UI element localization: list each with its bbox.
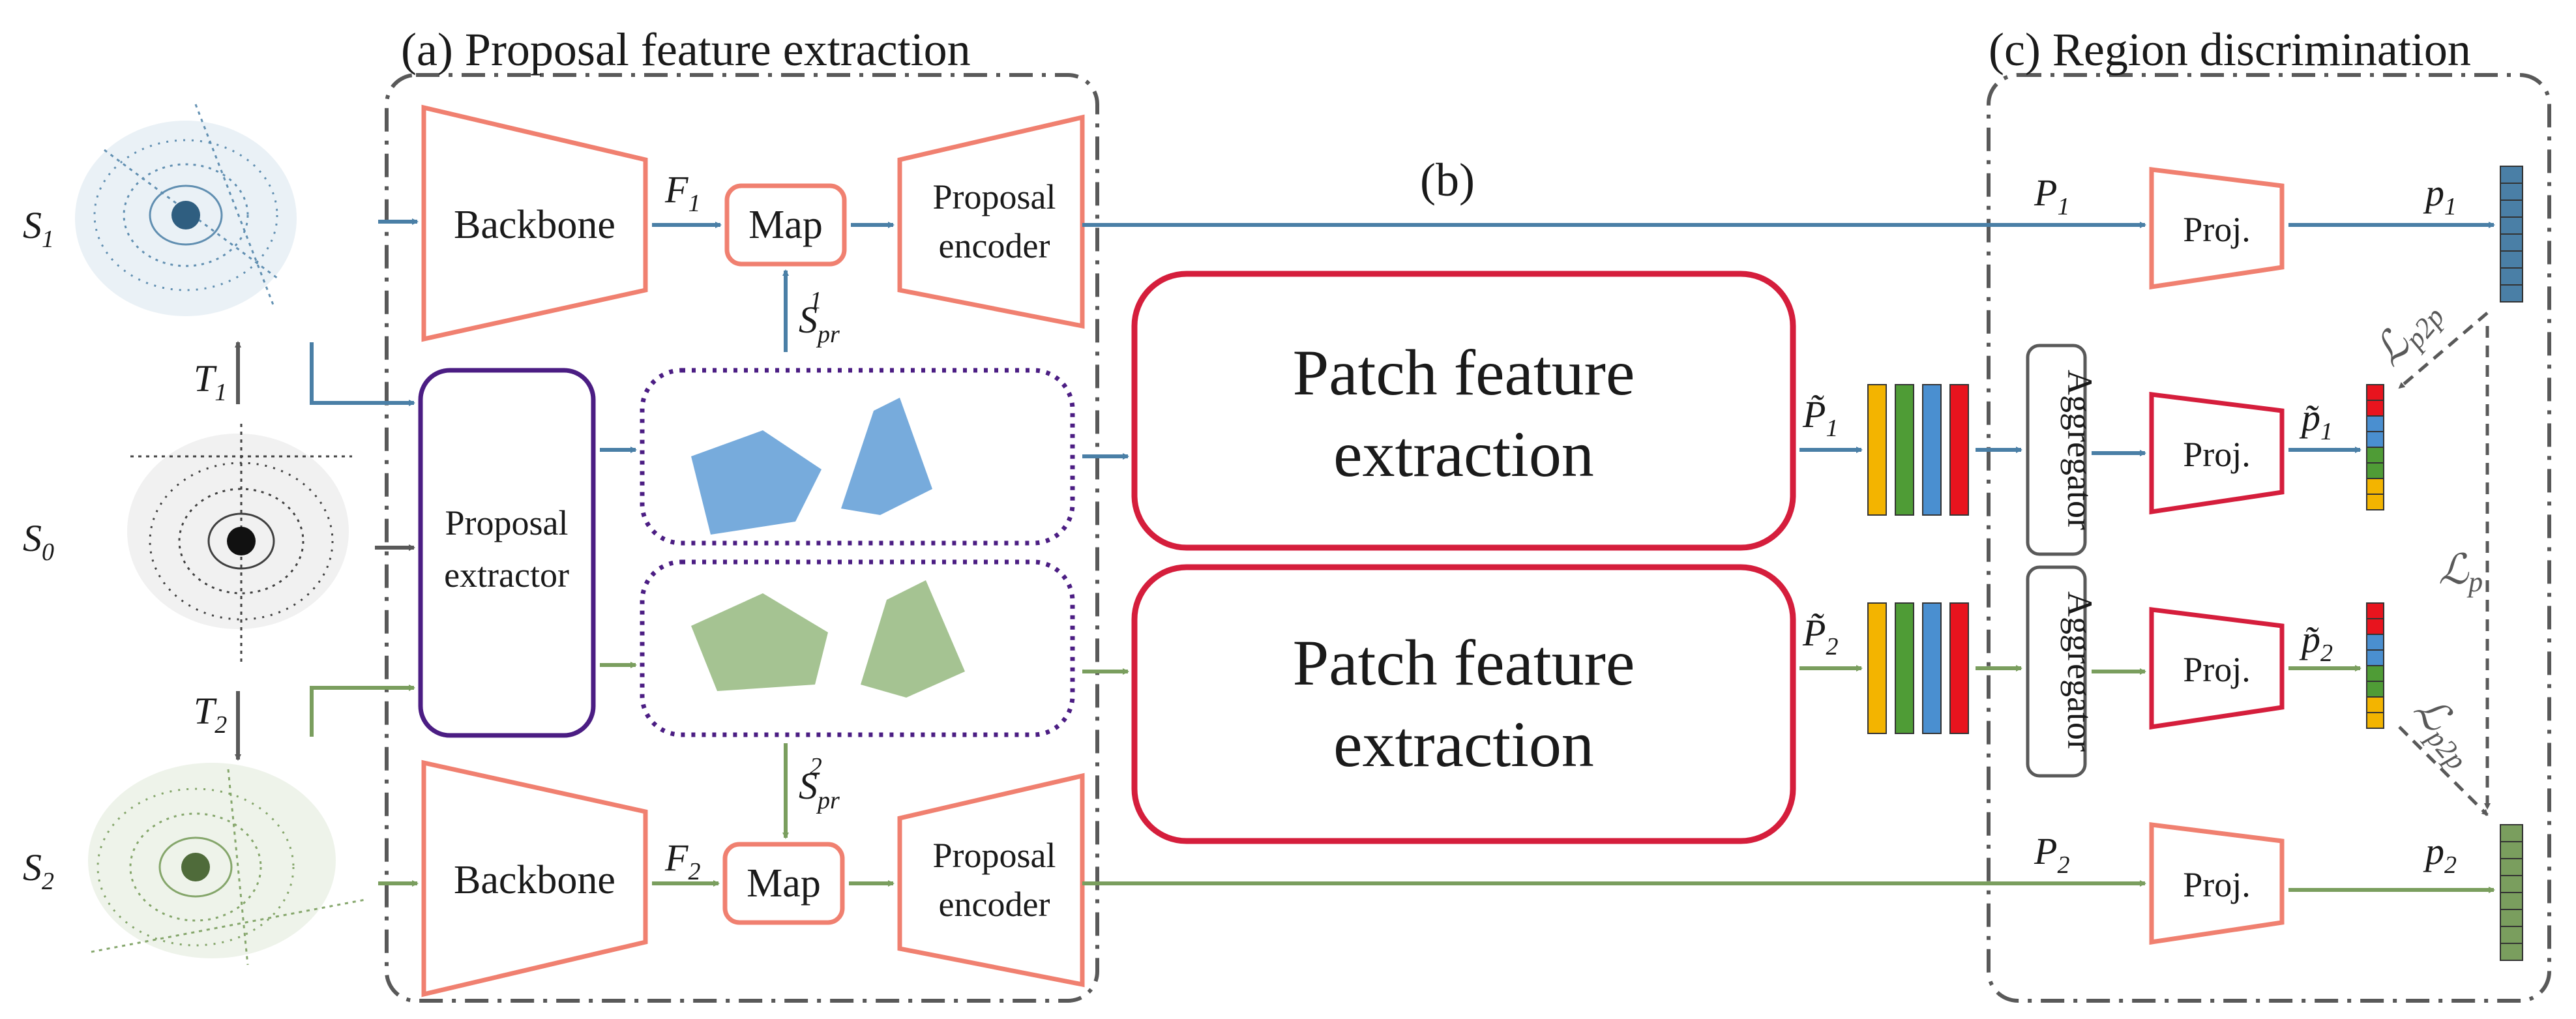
patch-feature-extraction-top [1131,271,1796,551]
proposal-points-top [691,398,932,535]
embedding-p2 [2500,824,2523,961]
proposal-extractor [418,368,596,738]
backbone-bottom-label: Backbone [454,858,615,902]
arrow-s1-extractor [310,342,415,406]
label-f2: F2 [664,836,700,885]
backbone-bottom [421,760,648,997]
loss-p2p-bottom: ℒp2p [2401,687,2488,776]
label-spr2: Spr2 [799,753,840,814]
embedding-p1 [2500,166,2523,303]
label-ptilde-small2: p̃2 [2299,618,2333,667]
loss-p2p-top: ℒp2p [2364,288,2451,377]
label-p1: p1 [2423,171,2457,220]
label-P1: P1 [2034,171,2069,220]
feature-stack-top [1867,384,1969,516]
label-s1: S1 [23,204,54,253]
proposal-points-bottom [691,580,965,698]
section-c-title: (c) Region discrimination [1989,23,2471,76]
aggregator-top-label: Aggregator [2060,370,2099,530]
point-cloud-s2 [88,763,366,966]
proj-2-label: Proj. [2183,435,2251,474]
label-P2: P2 [2034,830,2069,879]
section-a-title: (a) Proposal feature extraction [401,23,971,76]
proj-3-label: Proj. [2183,650,2251,689]
label-ptilde-small1: p̃1 [2299,396,2333,445]
label-s2: S2 [23,846,54,895]
map-top [724,183,847,267]
backbone-top-label: Backbone [454,203,615,247]
patch-feature-extraction-bottom [1131,564,1796,844]
backbone-top [421,104,648,342]
encoder-top-label-1: Proposal [933,177,1056,216]
map-bottom-label: Map [747,861,821,906]
proj-2 [2149,392,2285,515]
embedding-ptilde1 [2366,384,2384,510]
section-b-title: (b) [1420,154,1475,206]
encoder-bottom-label-2: encoder [939,885,1050,924]
patch-bottom-label-1: Patch feature [1293,627,1635,699]
label-ptilde1: P̃1 [1802,393,1838,442]
label-spr1: Spr1 [799,287,840,348]
proj-4 [2149,822,2285,945]
patch-top-label-1: Patch feature [1293,336,1635,409]
section-a-frame [385,73,1099,1003]
proj-1-label: Proj. [2183,210,2251,249]
proj-3 [2149,607,2285,730]
encoder-top-label-2: encoder [939,226,1050,265]
proposal-encoder-top [897,114,1085,329]
label-ptilde2: P̃2 [1802,612,1838,660]
label-t1: T1 [194,357,227,406]
arrow-s2-extractor [310,685,415,737]
loss-p: ℒp [2438,546,2483,598]
aggregator-top [2026,344,2087,556]
extractor-label-1: Proposal [445,503,569,542]
label-t2: T2 [194,690,227,739]
label-f1: F1 [664,168,700,217]
extractor-label-2: extractor [444,555,569,595]
label-s0: S0 [23,517,54,566]
encoder-bottom-label-1: Proposal [933,836,1056,875]
embedding-ptilde2 [2366,602,2384,729]
aggregator-bottom [2026,565,2087,778]
section-c-frame [1987,73,2551,1003]
map-bottom [722,842,845,925]
proj-4-label: Proj. [2183,865,2251,904]
feature-stack-bottom [1867,602,1969,734]
label-p2: p2 [2423,830,2457,879]
patch-bottom-label-2: extraction [1333,708,1594,780]
loss-p2p-bottom-line [2398,726,2489,816]
proposal-encoder-bottom [897,773,1085,988]
point-cloud-s1 [75,104,297,316]
patch-top-label-2: extraction [1333,418,1594,490]
point-cloud-s0 [127,424,352,665]
proj-1 [2149,167,2285,290]
map-top-label: Map [748,203,823,247]
